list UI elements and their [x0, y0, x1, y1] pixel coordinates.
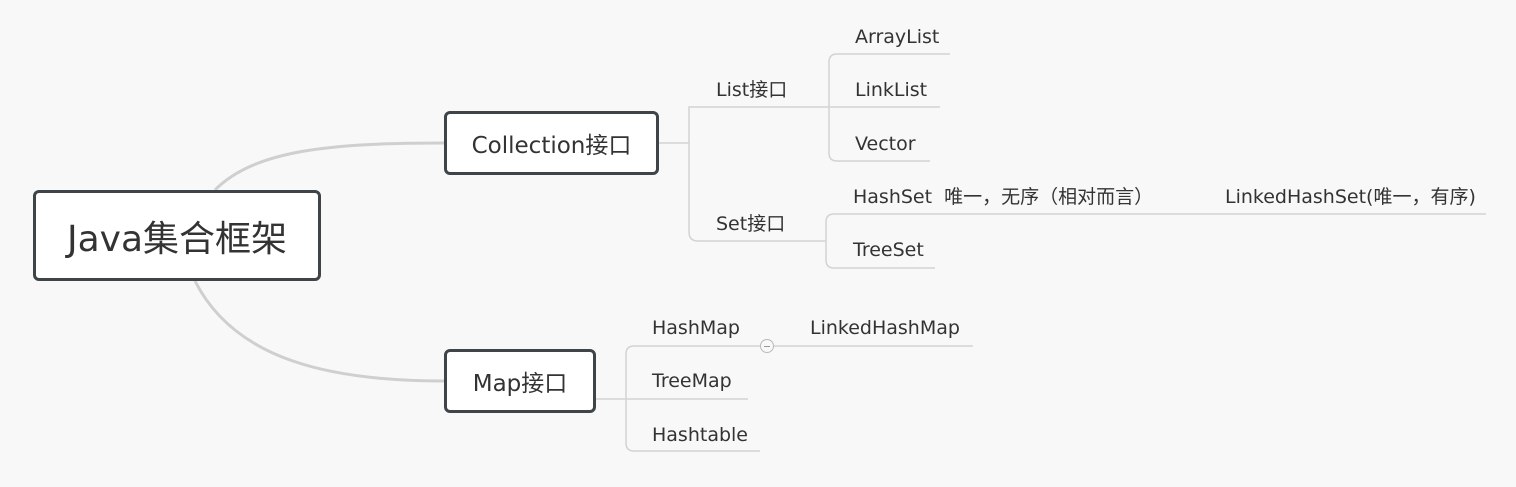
connector-collection	[659, 106, 802, 242]
arraylist-topic[interactable]: ArrayList	[855, 26, 940, 48]
treeset-topic[interactable]: TreeSet	[853, 239, 924, 261]
linkedhashmap-topic[interactable]: LinkedHashMap	[810, 317, 960, 339]
collapse-toggle-icon[interactable]	[760, 339, 774, 353]
linklist-topic[interactable]: LinkList	[855, 79, 928, 101]
branch-root-to-map	[193, 280, 445, 383]
branch-root-to-collection	[213, 141, 445, 192]
root-label: Java集合框架	[66, 218, 288, 260]
list-interface-topic[interactable]: List接口	[716, 79, 788, 101]
map-interface-node[interactable]: Map接口	[444, 349, 596, 413]
linkedhashset-topic[interactable]: LinkedHashSet(唯一，有序)	[1225, 186, 1476, 208]
connector-list	[802, 53, 950, 162]
set-interface-topic[interactable]: Set接口	[716, 213, 786, 235]
treemap-topic[interactable]: TreeMap	[652, 370, 732, 392]
map-interface-label: Map接口	[472, 371, 568, 397]
hashset-topic[interactable]: HashSet 唯一，无序（相对而言）	[853, 186, 1154, 208]
connector-map	[596, 345, 760, 452]
collection-interface-node[interactable]: Collection接口	[444, 111, 659, 175]
vector-topic[interactable]: Vector	[855, 133, 916, 155]
main-branches	[193, 141, 445, 383]
hashmap-topic[interactable]: HashMap	[652, 317, 740, 339]
hashtable-topic[interactable]: Hashtable	[652, 424, 748, 446]
connector-set	[800, 213, 1168, 269]
root-node[interactable]: Java集合框架	[33, 190, 321, 281]
sub-branches	[596, 53, 1486, 452]
collection-interface-label: Collection接口	[471, 133, 632, 159]
